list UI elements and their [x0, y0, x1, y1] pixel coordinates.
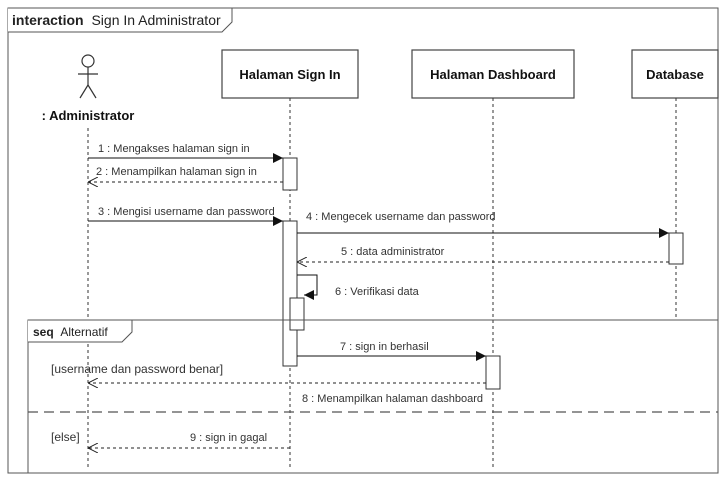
activation-bar [282, 220, 298, 367]
lifeline-halaman-dashboard: Halaman Dashboard [411, 49, 575, 99]
actor-administrator: : Administrator [42, 54, 135, 123]
message-4: 4 : Mengecek username dan password [297, 211, 669, 238]
message-9: 9 : sign in gagal [88, 432, 290, 448]
guard-condition: [else] [51, 430, 80, 444]
activation-bar [485, 355, 501, 390]
message-3: 3 : Mengisi username dan password [88, 206, 283, 226]
message-2: 2 : Menampilkan halaman sign in [88, 166, 283, 182]
message-label: 9 : sign in gagal [190, 432, 267, 444]
actor-stick-figure-icon [78, 54, 98, 99]
lifeline-name-dashboard: Halaman Dashboard [430, 67, 556, 82]
message-label: 6 : Verifikasi data [335, 286, 420, 298]
alt-fragment: seq Alternatif [username dan password be… [27, 319, 719, 474]
message-label: 8 : Menampilkan halaman dashboard [302, 393, 483, 405]
lifeline-database: Database [631, 49, 719, 99]
activation-bar [668, 232, 684, 265]
fragment-title: seq Alternatif [33, 325, 108, 339]
lifeline-halaman-sign-in: Halaman Sign In [221, 49, 359, 99]
message-label: 3 : Mengisi username dan password [98, 206, 275, 218]
interaction-title: interaction Sign In Administrator [12, 12, 221, 28]
message-5: 5 : data administrator [297, 246, 669, 262]
guard-condition: [username dan password benar] [51, 362, 223, 376]
message-label: 7 : sign in berhasil [340, 341, 429, 353]
message-label: 1 : Mengakses halaman sign in [98, 143, 250, 155]
message-8: 8 : Menampilkan halaman dashboard [88, 383, 486, 405]
message-label: 5 : data administrator [341, 246, 445, 258]
message-label: 2 : Menampilkan halaman sign in [96, 166, 257, 178]
message-6: 6 : Verifikasi data [297, 274, 420, 300]
lifeline-name-database: Database [646, 67, 704, 82]
message-7: 7 : sign in berhasil [297, 341, 486, 361]
activation-bar [289, 297, 305, 331]
lifeline-name-sign-in: Halaman Sign In [239, 67, 340, 82]
actor-name: : Administrator [42, 108, 135, 123]
activation-bar [282, 157, 298, 191]
message-1: 1 : Mengakses halaman sign in [88, 143, 283, 163]
message-label: 4 : Mengecek username dan password [306, 211, 496, 223]
